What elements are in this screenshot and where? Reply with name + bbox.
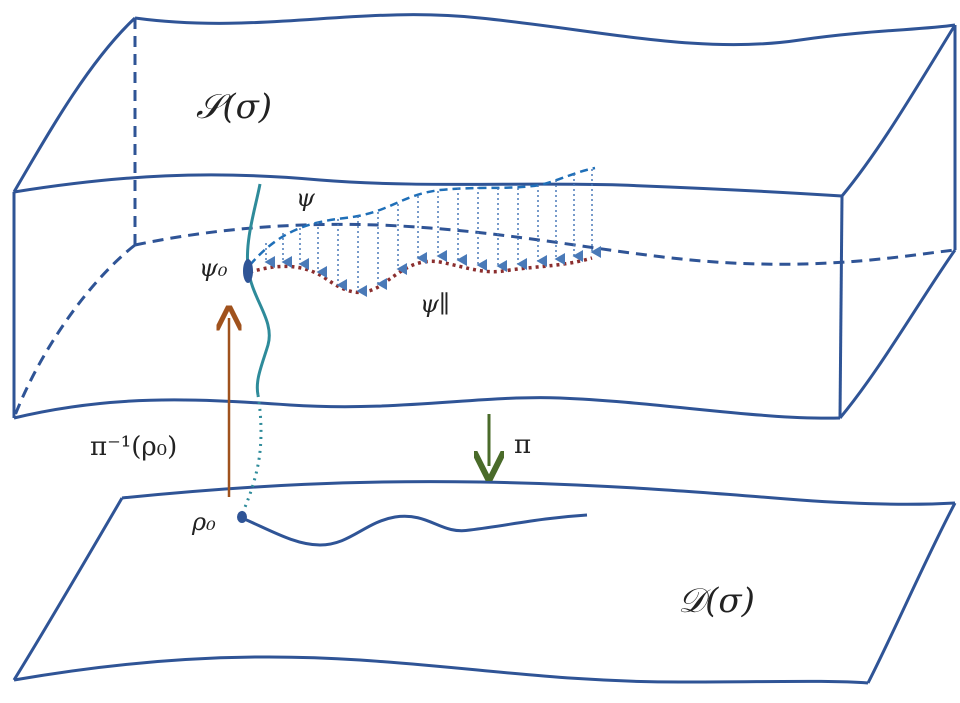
box-right-top-slant xyxy=(840,24,957,197)
fiber xyxy=(241,183,271,513)
base-space-label: 𝒟(σ) xyxy=(678,581,755,621)
base-back-edge xyxy=(121,480,956,506)
box-front-top-edge xyxy=(13,173,843,198)
total-space-box xyxy=(12,13,957,420)
box-back-bottom-edge xyxy=(134,222,956,266)
box-left-top-slant xyxy=(12,16,137,193)
fiber-label: π⁻¹(ρ₀) xyxy=(90,432,177,462)
parallel-transport-arrows xyxy=(264,169,601,297)
psi-curve xyxy=(249,166,596,266)
psi-parallel-curve xyxy=(249,256,593,295)
fiber-solid xyxy=(245,183,271,396)
box-front-bottom-edge xyxy=(13,396,841,420)
psi-zero-label: ψ₀ xyxy=(199,254,228,282)
base-right-edge xyxy=(866,502,957,684)
box-left-bottom-slant xyxy=(12,243,136,419)
box-back-top-edge xyxy=(134,13,956,47)
base-curve xyxy=(241,513,588,547)
psi-parallel-label: ψ∥ xyxy=(420,290,450,318)
fiber-dotted xyxy=(241,394,263,513)
psi-zero-point xyxy=(243,259,253,283)
psi-label: ψ xyxy=(296,184,316,212)
base-front-edge xyxy=(13,655,869,685)
rho-zero-label: ρ₀ xyxy=(191,508,216,536)
base-left-edge xyxy=(12,497,124,681)
base-space-sheet xyxy=(12,480,957,685)
total-space-label: 𝒮(σ) xyxy=(196,87,272,127)
box-right-front-edge xyxy=(838,195,844,419)
total-space-hidden-edges xyxy=(12,18,956,419)
rho-zero-point xyxy=(237,511,247,523)
box-right-bottom-slant xyxy=(838,249,957,419)
projection-label: π xyxy=(514,430,531,460)
